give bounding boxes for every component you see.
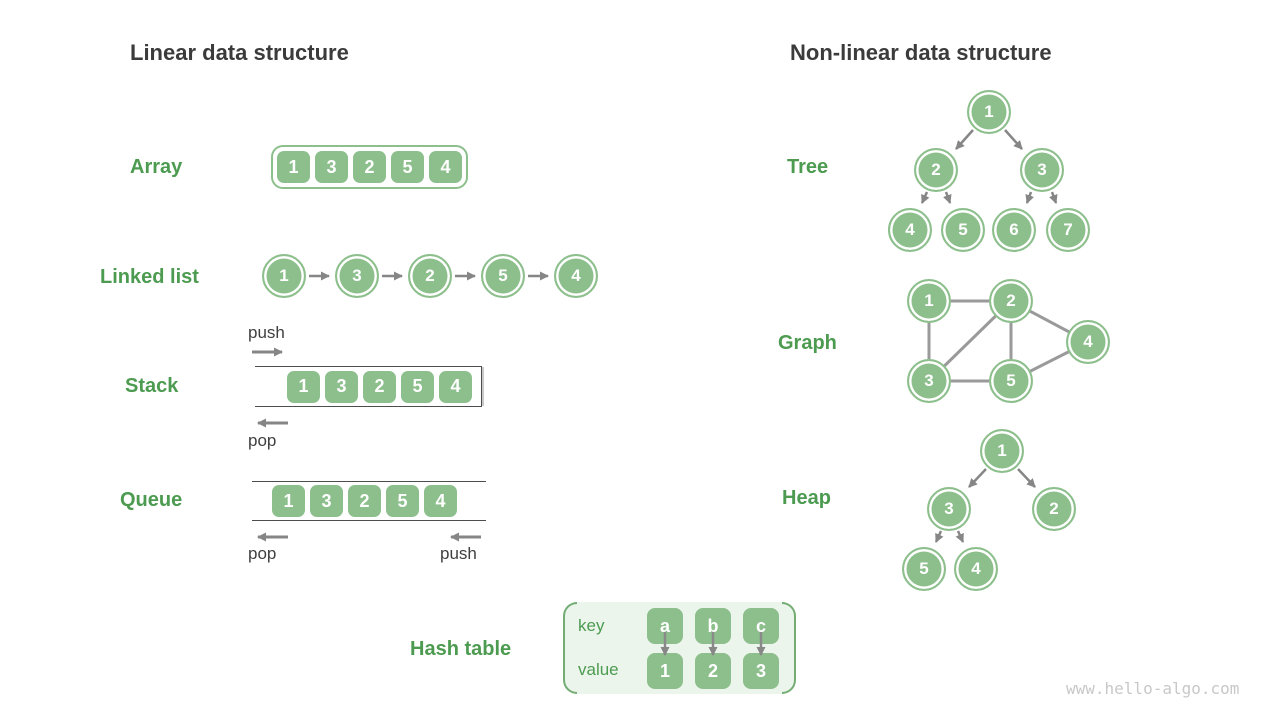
- hash-value-row-label: value: [578, 660, 619, 679]
- heap-node: 5: [902, 547, 946, 591]
- hash-value-cell: 1: [647, 653, 683, 689]
- tree-arrows: [920, 129, 1058, 204]
- nonlinear-section-title: Non-linear data structure: [790, 40, 1052, 65]
- stack-container: 1 3 2 5 4: [255, 366, 482, 407]
- tree-node: 6: [992, 208, 1036, 252]
- stack-cell: 5: [401, 370, 434, 403]
- array-cell: 1: [277, 151, 310, 183]
- heap-node: 2: [1032, 487, 1076, 531]
- graph-node: 3: [907, 359, 951, 403]
- stack-cell: 1: [287, 370, 320, 403]
- hash-key-row-label: key: [578, 616, 605, 635]
- graph-node: 4: [1066, 320, 1110, 364]
- graph-node: 5: [989, 359, 1033, 403]
- tree-node: 2: [914, 148, 958, 192]
- queue-cell: 5: [386, 485, 419, 517]
- linked-list-node: 1: [262, 254, 306, 298]
- array-cell: 3: [315, 151, 348, 183]
- linked-list-node: 4: [554, 254, 598, 298]
- heap-node: 4: [954, 547, 998, 591]
- array-label: Array: [130, 156, 183, 178]
- queue-pop-label: pop: [248, 544, 277, 563]
- array-cell: 5: [391, 151, 424, 183]
- stack-label: Stack: [125, 375, 179, 397]
- hash-table-label: Hash table: [410, 638, 512, 660]
- queue-push-label: push: [440, 544, 477, 563]
- hash-value-cell: 3: [743, 653, 779, 689]
- tree-node: 7: [1046, 208, 1090, 252]
- queue-cell: 4: [424, 485, 457, 517]
- linear-section-title: Linear data structure: [130, 40, 349, 65]
- queue-cell: 2: [348, 485, 381, 517]
- heap-label: Heap: [782, 487, 831, 509]
- stack-push-pop-arrows: [252, 347, 288, 428]
- queue-cell: 3: [310, 485, 343, 517]
- stack-cell: 4: [439, 370, 472, 403]
- linked-list-node: 2: [408, 254, 452, 298]
- array-cell: 4: [429, 151, 462, 183]
- stack-cell: 3: [325, 370, 358, 403]
- queue-cell: 1: [272, 485, 305, 517]
- tree-node: 1: [967, 90, 1011, 134]
- hash-key-value-arrows: [660, 632, 766, 656]
- graph-label: Graph: [778, 332, 837, 354]
- tree-node: 5: [941, 208, 985, 252]
- stack-cell: 2: [363, 370, 396, 403]
- hash-value-cell: 2: [695, 653, 731, 689]
- tree-label: Tree: [787, 156, 829, 178]
- array-container: 1 3 2 5 4: [271, 145, 468, 189]
- queue-container: 1 3 2 5 4: [252, 481, 486, 521]
- heap-node: 1: [980, 429, 1024, 473]
- heap-arrows: [934, 468, 1036, 543]
- graph-node: 2: [989, 279, 1033, 323]
- stack-pop-label: pop: [248, 431, 277, 450]
- graph-node: 1: [907, 279, 951, 323]
- linked-list-node: 5: [481, 254, 525, 298]
- watermark: www.hello-algo.com: [1066, 679, 1240, 698]
- linked-list-label: Linked list: [100, 266, 199, 288]
- tree-node: 3: [1020, 148, 1064, 192]
- array-cell: 2: [353, 151, 386, 183]
- linked-list-node: 3: [335, 254, 379, 298]
- heap-node: 3: [927, 487, 971, 531]
- stack-push-label: push: [248, 323, 285, 342]
- queue-label: Queue: [120, 489, 183, 511]
- tree-node: 4: [888, 208, 932, 252]
